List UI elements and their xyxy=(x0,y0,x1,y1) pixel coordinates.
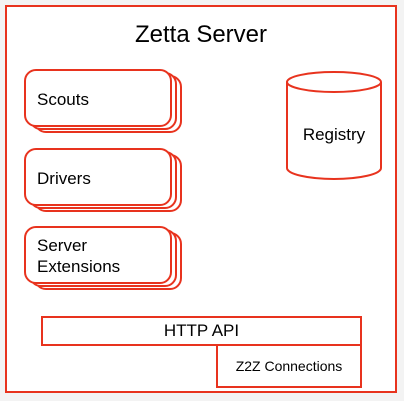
registry-label: Registry xyxy=(302,125,366,144)
server-extensions-label: Server Extensions xyxy=(37,236,121,276)
drivers-box: Drivers xyxy=(24,148,172,206)
scouts-box: Scouts xyxy=(24,69,172,127)
zetta-server-frame: Zetta Server Scouts Drivers Server Exten… xyxy=(5,5,397,393)
cylinder-icon xyxy=(286,71,382,180)
z2z-connections-box: Z2Z Connections xyxy=(216,344,362,388)
drivers-stack: Drivers xyxy=(24,148,190,216)
http-api-bar: HTTP API xyxy=(41,316,362,346)
server-extensions-box: Server Extensions xyxy=(24,226,172,284)
registry-cylinder: Registry xyxy=(285,70,383,182)
scouts-label: Scouts xyxy=(37,90,89,109)
scouts-stack: Scouts xyxy=(24,69,190,137)
drivers-label: Drivers xyxy=(37,169,91,188)
server-extensions-stack: Server Extensions xyxy=(24,226,190,294)
diagram-title: Zetta Server xyxy=(134,21,268,48)
